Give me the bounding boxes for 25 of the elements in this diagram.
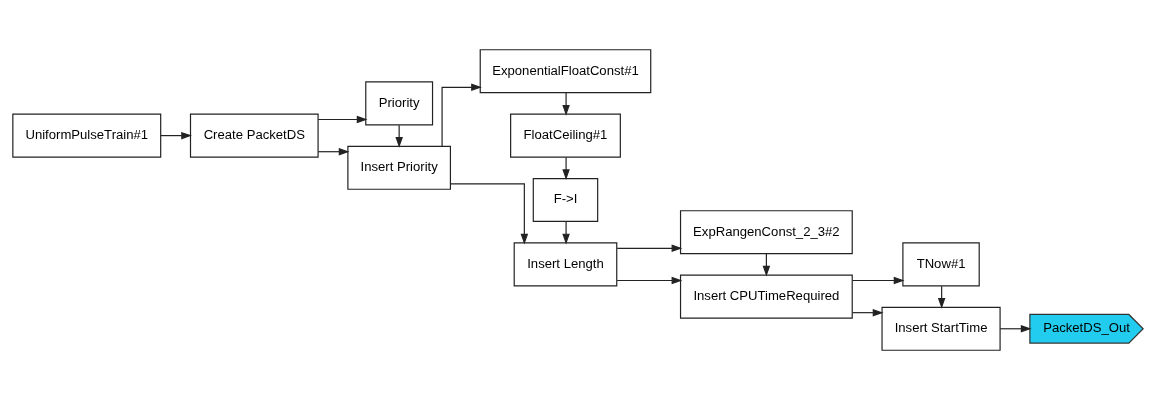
node-box: Insert Length [513, 242, 618, 287]
arrow [317, 115, 368, 124]
node-box: FloatCeiling#1 [510, 113, 621, 158]
arrow [317, 147, 350, 156]
arrow [449, 183, 529, 245]
arrow [160, 131, 192, 140]
arrow [562, 92, 570, 116]
arrow [616, 276, 683, 285]
node-box: ExpRangenConst_2_3#2 [679, 210, 853, 255]
arrow [441, 83, 482, 147]
node-box: TNow#1 [902, 242, 980, 287]
arrow [852, 308, 884, 317]
arrow [852, 276, 905, 285]
arrow [562, 221, 570, 245]
node-box: Insert CPUTimeRequired [679, 274, 853, 319]
node-box: Priority [365, 81, 434, 126]
arrow [562, 156, 570, 181]
node-box: Create PacketDS [189, 113, 319, 158]
node-box: UniformPulseTrain#1 [12, 113, 162, 158]
node-box: F->I [532, 177, 599, 223]
node-box: Insert StartTime [881, 306, 1001, 351]
arrow [999, 325, 1032, 333]
node-box: ExponentialFloatConst#1 [479, 49, 652, 94]
arrow [616, 244, 683, 253]
node-box: Insert Priority [347, 145, 451, 190]
